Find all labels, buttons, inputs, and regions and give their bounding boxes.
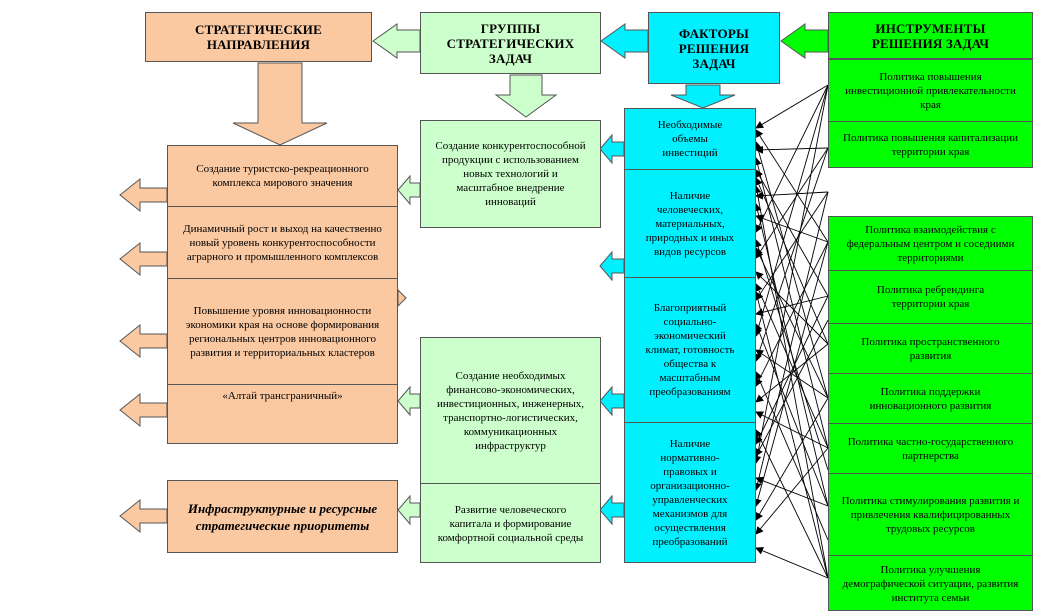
tools-top-panel: Политика повышения инвестиционной привле… xyxy=(828,59,1033,168)
factor-item: Необходимые объемы инвестиций xyxy=(657,119,723,159)
factor-item: Наличие нормативно-правовых и организаци… xyxy=(625,422,755,563)
tool-item: Политика повышения инвестиционной привле… xyxy=(845,70,1016,111)
factor-item: Наличие человеческих, материальных, прир… xyxy=(625,169,755,277)
groups-panel: Создание необходимых финансово-экономиче… xyxy=(420,337,601,563)
directions-panel: Создание туристско-рекреационного компле… xyxy=(167,145,398,444)
factor-item: Благоприятный социально-экономический кл… xyxy=(625,277,755,422)
tool-item: Политика частно-государственного партнер… xyxy=(829,423,1032,473)
direction-out-arrows xyxy=(119,177,168,534)
tool-item: Политика повышения капитализации террито… xyxy=(829,121,1032,168)
direction-item: Динамичный рост и выход на качественно н… xyxy=(168,206,397,278)
header-directions: СТРАТЕГИЧЕСКИЕ НАПРАВЛЕНИЯ xyxy=(145,12,372,62)
direction-item: Создание туристско-рекреационного компле… xyxy=(196,163,369,189)
arrow-groups-down xyxy=(494,74,558,118)
header-factors-label: ФАКТОРЫ РЕШЕНИЯ ЗАДАЧ xyxy=(678,25,750,71)
header-directions-label: СТРАТЕГИЧЕСКИЕ НАПРАВЛЕНИЯ xyxy=(195,22,322,52)
tool-item: Политика стимулирования развития и привл… xyxy=(829,473,1032,555)
direction-item: Повышение уровня инновационности экономи… xyxy=(168,278,397,384)
header-tools-label: ИНСТРУМЕНТЫ РЕШЕНИЯ ЗАДАЧ xyxy=(871,20,990,51)
header-groups: ГРУППЫ СТРАТЕГИЧЕСКИХ ЗАДАЧ xyxy=(420,12,601,74)
infra-priorities-label: Инфраструктурные и ресурсные стратегичес… xyxy=(187,500,378,533)
arrow-factors-down xyxy=(670,84,736,109)
group-item: Развитие человеческого капитала и формир… xyxy=(421,483,600,563)
arrow-groups-to-directions xyxy=(372,23,421,59)
arrow-factors-to-groups xyxy=(600,23,649,59)
tool-item: Политика улучшения демографической ситуа… xyxy=(829,555,1032,611)
tool-item: Политика пространственного развития xyxy=(829,323,1032,373)
infra-priorities-box: Инфраструктурные и ресурсные стратегичес… xyxy=(167,480,398,553)
group-box-1: Создание конкурентоспособной продукции с… xyxy=(420,120,601,228)
factors-panel: Необходимые объемы инвестиций Наличие че… xyxy=(624,108,756,563)
arrow-tools-to-factors xyxy=(780,23,829,59)
tool-item: Политика взаимодействия с федеральным це… xyxy=(846,223,1015,264)
header-factors: ФАКТОРЫ РЕШЕНИЯ ЗАДАЧ xyxy=(648,12,780,84)
tools-bottom-panel: Политика взаимодействия с федеральным це… xyxy=(828,216,1033,611)
header-tools: ИНСТРУМЕНТЫ РЕШЕНИЯ ЗАДАЧ xyxy=(828,12,1033,59)
group-to-direction-arrows xyxy=(397,174,421,526)
tool-item: Политика ребрендинга территории края xyxy=(829,270,1032,323)
group-item: Создание необходимых финансово-экономиче… xyxy=(437,369,584,452)
tool-item: Политика поддержки инновационного развит… xyxy=(829,373,1032,423)
group-label: Создание конкурентоспособной продукции с… xyxy=(435,140,586,208)
factor-to-group-arrows xyxy=(599,133,625,526)
direction-item: «Алтай трансграничный» xyxy=(168,384,397,444)
header-groups-label: ГРУППЫ СТРАТЕГИЧЕСКИХ ЗАДАЧ xyxy=(446,20,575,66)
arrow-directions-down xyxy=(232,62,328,146)
tool-factor-links xyxy=(753,84,829,579)
